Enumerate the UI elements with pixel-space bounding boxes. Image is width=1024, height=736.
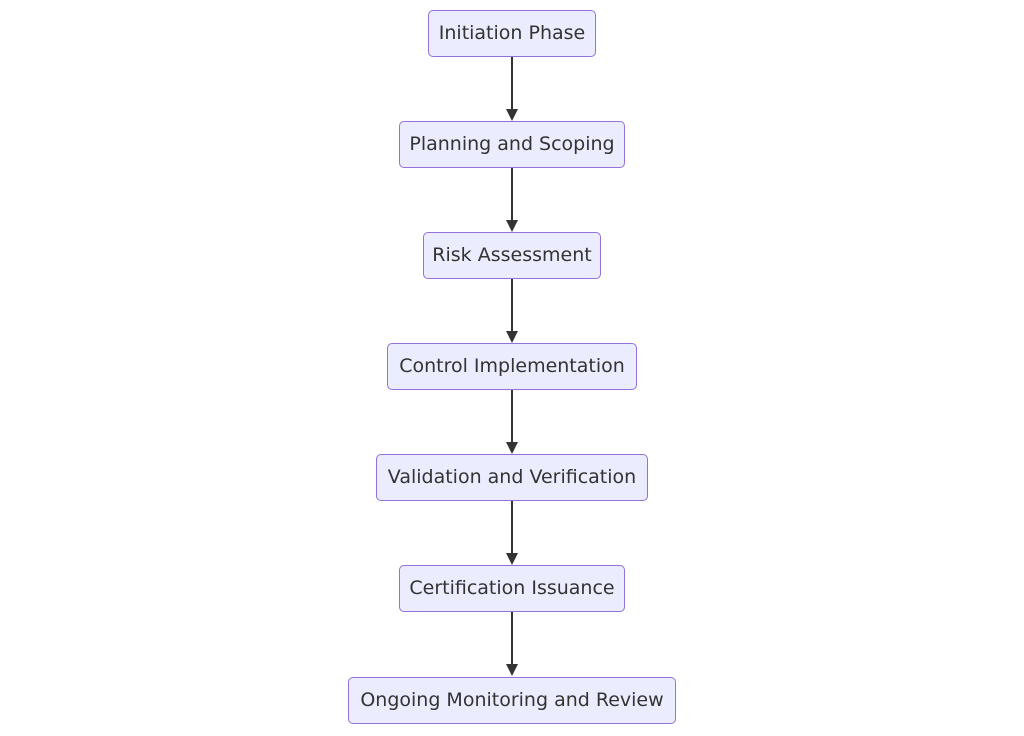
edge-initiation-to-planning [506, 57, 518, 121]
edge-control-to-validation [506, 390, 518, 454]
arrowhead-icon [506, 442, 518, 454]
node-control-implementation: Control Implementation [387, 343, 637, 390]
node-initiation-phase: Initiation Phase [428, 10, 596, 57]
edge-validation-to-certification [506, 501, 518, 565]
arrowhead-icon [506, 553, 518, 565]
arrowhead-icon [506, 220, 518, 232]
node-ongoing-monitoring-and-review: Ongoing Monitoring and Review [348, 677, 676, 724]
edge-risk-to-control [506, 279, 518, 343]
edge-certification-to-monitoring [506, 612, 518, 676]
node-planning-and-scoping: Planning and Scoping [399, 121, 625, 168]
node-certification-issuance: Certification Issuance [399, 565, 625, 612]
edge-planning-to-risk [506, 168, 518, 232]
arrowhead-icon [506, 664, 518, 676]
node-risk-assessment: Risk Assessment [423, 232, 601, 279]
arrowhead-icon [506, 109, 518, 121]
node-validation-and-verification: Validation and Verification [376, 454, 648, 501]
arrowhead-icon [506, 331, 518, 343]
